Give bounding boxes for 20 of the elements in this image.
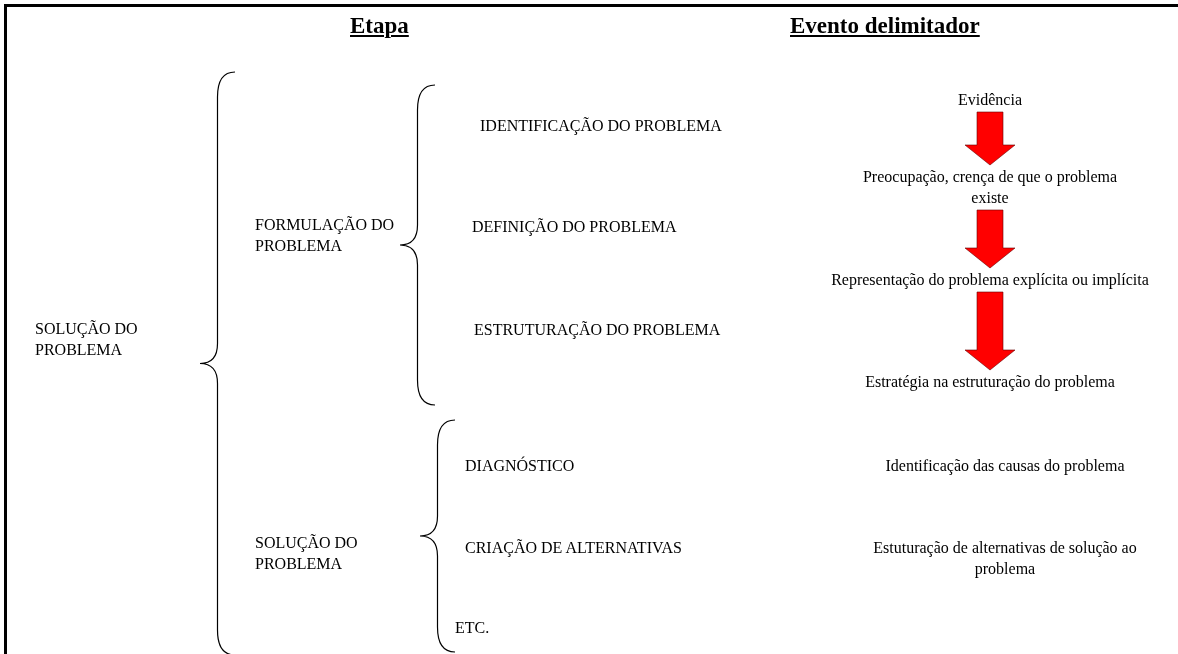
label-text: SOLUÇÃO DO PROBLEMA (35, 319, 139, 360)
label-text: ETC. (455, 618, 491, 638)
event-text: Estratégia na estruturação do problema (864, 371, 1116, 392)
label-text: IDENTIFICAÇÃO DO PROBLEMA (480, 116, 723, 136)
event-text: Representação do problema explícita ou implícita (830, 269, 1150, 290)
block-arrow (964, 209, 1016, 269)
label-text: CRIAÇÃO DE ALTERNATIVAS (465, 538, 683, 558)
column-heading: Etapa (350, 12, 410, 40)
label-text: DEFINIÇÃO DO PROBLEMA (472, 217, 678, 237)
label-text: FORMULAÇÃO DO PROBLEMA (255, 215, 395, 256)
label-text: SOLUÇÃO DO PROBLEMA (255, 533, 359, 574)
event-text: Preocupação, crença de que o problema existe (861, 166, 1119, 208)
block-arrow (964, 291, 1016, 371)
label-text: Estuturação de alternativas de solução ao problema (872, 538, 1138, 579)
label-text: ESTRUTURAÇÃO DO PROBLEMA (474, 320, 722, 340)
label-text: DIAGNÓSTICO (465, 455, 576, 476)
block-arrow (964, 111, 1016, 166)
event-text: Evidência (957, 89, 1023, 110)
label-text: Identificação das causas do problema (884, 456, 1126, 476)
column-heading: Evento delimitador (790, 12, 981, 40)
